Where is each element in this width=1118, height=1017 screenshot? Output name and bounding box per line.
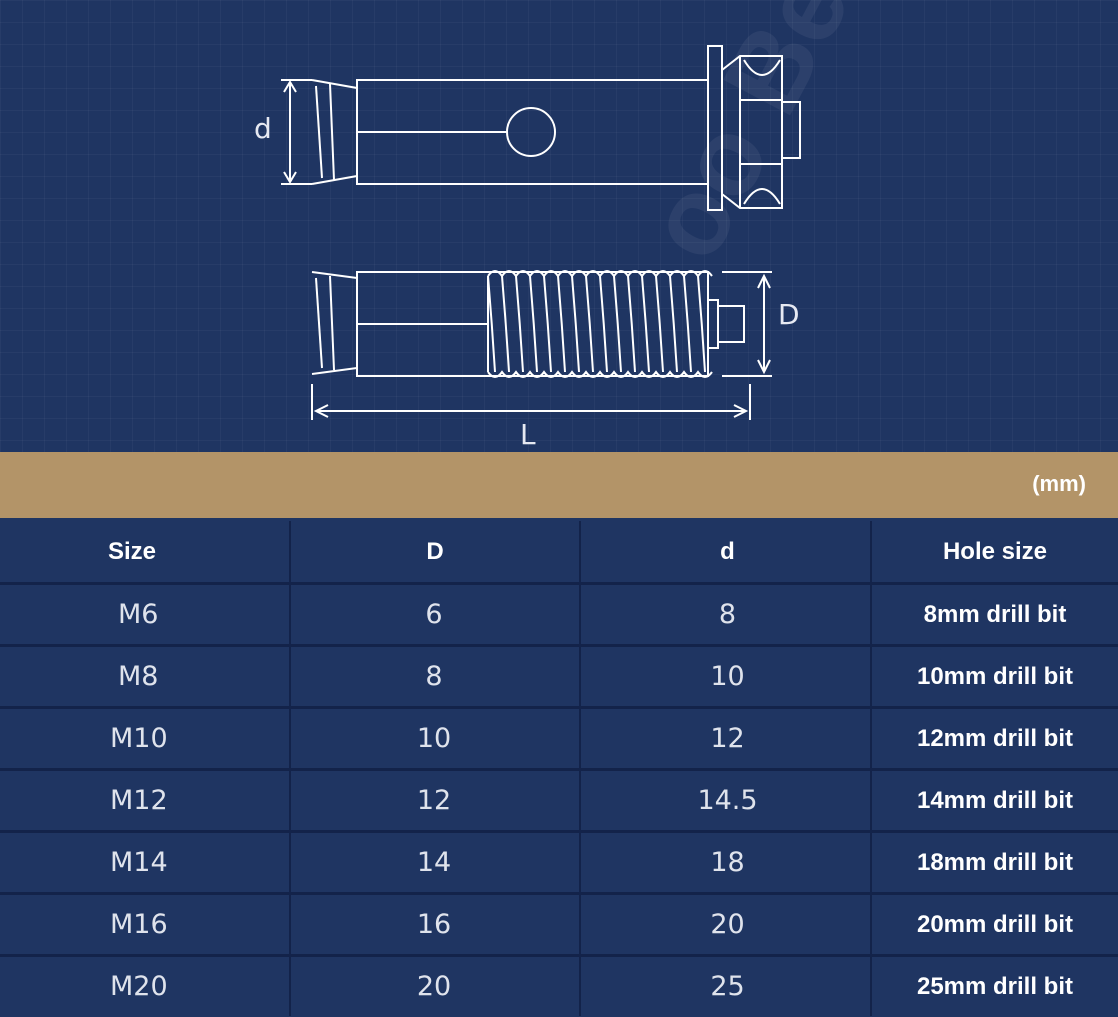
table-row: M8 8 10 10mm drill bit bbox=[0, 645, 1118, 709]
cell-size: M6 bbox=[0, 583, 291, 647]
header-hole-size: Hole size bbox=[871, 521, 1118, 585]
cell-size: M10 bbox=[0, 707, 291, 771]
header-D: D bbox=[290, 521, 581, 585]
cell-size: M16 bbox=[0, 893, 291, 957]
cell-D: 10 bbox=[290, 707, 581, 771]
dimension-label-d: d bbox=[254, 112, 272, 145]
dimension-label-L: L bbox=[520, 418, 536, 451]
cell-hole-size: 12mm drill bit bbox=[871, 707, 1118, 771]
cell-D: 6 bbox=[290, 583, 581, 647]
cell-d: 20 bbox=[580, 893, 872, 957]
thread-pattern bbox=[487, 270, 713, 378]
bolt-diagram: d D L bbox=[0, 0, 1118, 452]
cell-size: M14 bbox=[0, 831, 291, 895]
cell-d: 12 bbox=[580, 707, 872, 771]
cell-hole-size: 25mm drill bit bbox=[916, 972, 1074, 1000]
cell-hole-size: 14mm drill bit bbox=[871, 769, 1118, 833]
cell-hole-size: 8mm drill bit bbox=[871, 583, 1118, 647]
bolt-drawing bbox=[281, 45, 801, 420]
cell-D: 12 bbox=[290, 769, 581, 833]
table-row: M16 16 20 20mm drill bit bbox=[0, 893, 1118, 957]
cell-D: 20 bbox=[290, 955, 581, 1016]
cell-D: 14 bbox=[290, 831, 581, 895]
cell-d: 14.5 bbox=[580, 769, 872, 833]
dimension-label-D: D bbox=[778, 298, 800, 331]
header-size: Size bbox=[0, 521, 291, 585]
d-dimension-line bbox=[281, 79, 312, 185]
header-d: d bbox=[580, 521, 872, 585]
unit-label: (mm) bbox=[1032, 471, 1086, 496]
table-row: M14 14 18 18mm drill bit bbox=[0, 831, 1118, 895]
spec-table: Size D d Hole size M6 6 8 8mm drill bit … bbox=[0, 521, 1118, 1016]
table-header-row: Size D d Hole size bbox=[0, 521, 1118, 585]
assembled-bolt-drawing bbox=[311, 45, 801, 211]
cell-size: M8 bbox=[0, 645, 291, 709]
cell-D: 8 bbox=[290, 645, 581, 709]
cell-hole-size: 10mm drill bit bbox=[871, 645, 1118, 709]
unit-band: (mm) bbox=[0, 452, 1118, 518]
cell-d: 8 bbox=[580, 583, 872, 647]
cell-hole-size: 20mm drill bit bbox=[871, 893, 1118, 957]
cell-d: 10 bbox=[580, 645, 872, 709]
cell-d: 25 bbox=[580, 955, 872, 1016]
L-dimension-line bbox=[311, 384, 751, 420]
D-dimension-line bbox=[722, 271, 772, 377]
cell-size: M12 bbox=[0, 769, 291, 833]
cell-d: 18 bbox=[580, 831, 872, 895]
cell-size: M20 bbox=[0, 955, 291, 1016]
table-row: M6 6 8 8mm drill bit bbox=[0, 583, 1118, 647]
cell-hole-size: 18mm drill bit bbox=[871, 831, 1118, 895]
table-row: M10 10 12 12mm drill bit bbox=[0, 707, 1118, 771]
thread-coils bbox=[487, 270, 713, 378]
threaded-bolt-drawing bbox=[311, 271, 745, 377]
table-row: M20 20 25 25mm drill bit bbox=[0, 955, 1118, 1016]
cell-D: 16 bbox=[290, 893, 581, 957]
table-row: M12 12 14.5 14mm drill bit bbox=[0, 769, 1118, 833]
